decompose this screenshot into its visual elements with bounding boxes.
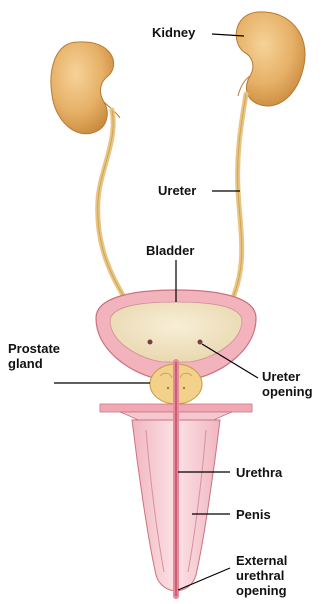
label-urethra: Urethra <box>236 465 282 480</box>
label-bladder: Bladder <box>146 243 194 258</box>
label-ureter-opening: Ureter opening <box>262 369 313 399</box>
label-kidney: Kidney <box>152 25 195 40</box>
label-external-urethral-opening: External urethral opening <box>236 553 287 598</box>
label-penis: Penis <box>236 507 271 522</box>
label-prostate-gland: Prostate gland <box>8 341 60 371</box>
label-ureter: Ureter <box>158 183 196 198</box>
left-kidney <box>51 42 120 134</box>
